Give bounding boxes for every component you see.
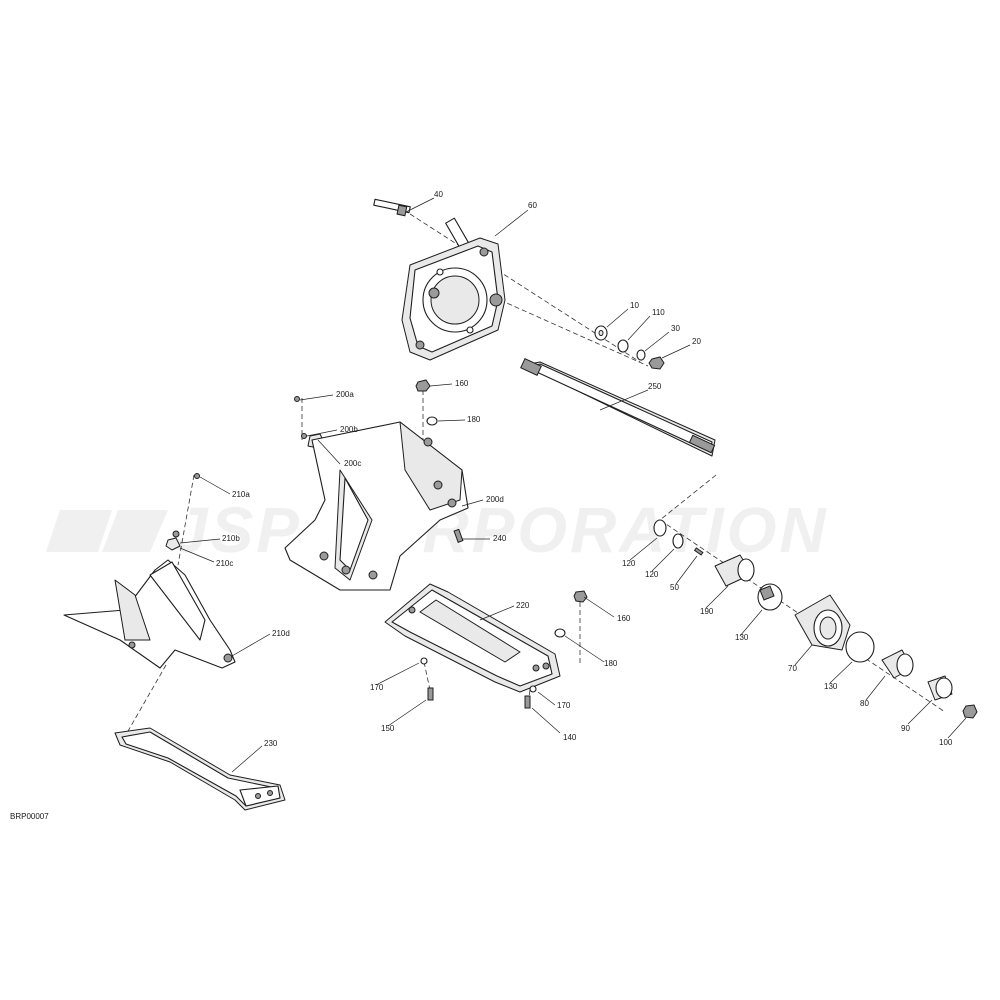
callout-110: 110 <box>652 308 665 317</box>
callout-220: 220 <box>516 601 530 610</box>
callout-210a: 210a <box>232 490 250 499</box>
watermark-text: JSP CORPORATION <box>172 494 829 566</box>
callout-130-b: 130 <box>824 682 838 691</box>
callout-60: 60 <box>528 201 537 210</box>
callout-250: 250 <box>648 382 662 391</box>
callout-200c: 200c <box>344 459 361 468</box>
callout-180-upper: 180 <box>467 415 481 424</box>
callout-170-left: 170 <box>370 683 384 692</box>
part-250-drive-shaft <box>520 358 716 457</box>
figure-code: BRP00007 <box>10 812 49 821</box>
callout-100: 100 <box>939 738 953 747</box>
callout-240: 240 <box>493 534 507 543</box>
callout-80: 80 <box>860 699 869 708</box>
part-100-nut <box>962 704 978 719</box>
leader-lines <box>179 197 967 773</box>
callout-70: 70 <box>788 664 797 673</box>
callout-90: 90 <box>901 724 910 733</box>
callout-210b: 210b <box>222 534 240 543</box>
part-230-ride-plate <box>114 727 286 811</box>
parts-lower-fasteners <box>420 590 588 709</box>
callout-200a: 200a <box>336 390 354 399</box>
part-130-clamp-b <box>845 631 875 663</box>
part-210-grate-left <box>63 473 236 669</box>
shaft-bearing-train <box>653 519 978 719</box>
callout-200b: 200b <box>340 425 358 434</box>
callout-230: 230 <box>264 739 278 748</box>
part-60-bracket <box>401 217 506 361</box>
callout-190: 190 <box>700 607 714 616</box>
fastener-stack-10-110-30-20 <box>594 325 665 370</box>
callout-30: 30 <box>671 324 680 333</box>
watermark: JSP CORPORATION <box>46 494 829 566</box>
callout-120-a: 120 <box>622 559 636 568</box>
part-120-ring-b <box>672 533 684 549</box>
callout-200d: 200d <box>486 495 504 504</box>
callout-150: 150 <box>381 724 395 733</box>
callout-140: 140 <box>563 733 577 742</box>
watermark-logo-mark <box>46 510 168 552</box>
callout-labels: 40 60 10 110 30 20 160 180 250 200a 200b… <box>216 190 953 748</box>
callout-50: 50 <box>670 583 679 592</box>
callout-180-lower: 180 <box>604 659 618 668</box>
callout-210c: 210c <box>216 559 233 568</box>
part-40-stud <box>373 198 411 217</box>
callout-210d: 210d <box>272 629 290 638</box>
callout-130-a: 130 <box>735 633 749 642</box>
callout-160-upper: 160 <box>455 379 469 388</box>
callout-40: 40 <box>434 190 443 199</box>
part-220-support <box>384 583 561 693</box>
callout-160-lower: 160 <box>617 614 631 623</box>
callout-120-b: 120 <box>645 570 659 579</box>
callout-10: 10 <box>630 301 639 310</box>
parts-160-180-upper <box>415 379 438 426</box>
part-120-ring-a <box>653 519 667 537</box>
part-200-intake-grate <box>284 396 469 591</box>
callout-20: 20 <box>692 337 701 346</box>
callout-170-right: 170 <box>557 701 571 710</box>
